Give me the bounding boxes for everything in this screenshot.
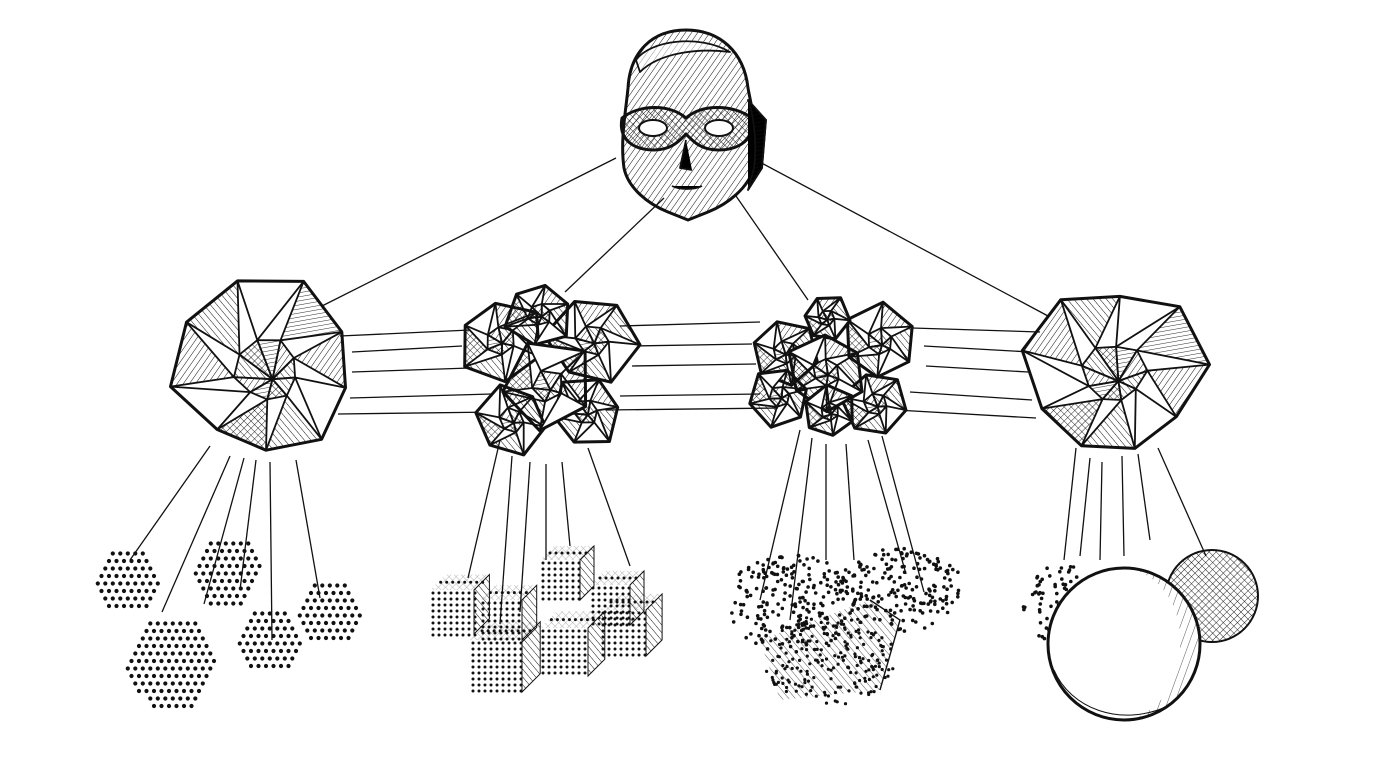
cluster-nodes — [169, 279, 1211, 457]
leaf-link-line — [1099, 461, 1103, 561]
leaf-link-line — [1063, 447, 1077, 561]
cluster-link-line — [351, 345, 463, 353]
cluster-link-line — [349, 393, 493, 399]
sphere-icon — [1021, 549, 1259, 722]
polyhedron-cluster-icon — [748, 296, 914, 437]
leaf-groups — [95, 541, 1259, 722]
cluster-link-line — [337, 411, 499, 415]
cluster-link-line — [911, 327, 1041, 333]
leaf-link-line — [1157, 447, 1207, 557]
polyhedron-cluster-icon — [169, 279, 347, 452]
connection-lines — [129, 157, 1207, 641]
leaf-link-line — [789, 437, 813, 621]
cluster-link-line — [619, 393, 761, 397]
dotted-cube-icon — [430, 544, 663, 694]
cluster-link-line — [351, 367, 471, 373]
cluster-link-line — [895, 409, 1037, 419]
leaf-link-line — [295, 459, 321, 599]
leaf-link-line — [1079, 457, 1091, 557]
cluster-link-line — [619, 321, 761, 327]
polyhedron-cluster-icon — [1020, 294, 1211, 450]
leaf-link-line — [129, 445, 211, 561]
cluster-link-line — [631, 343, 753, 347]
masked-face-icon — [619, 28, 767, 222]
root-link-line — [755, 159, 1049, 317]
cluster-link-line — [909, 391, 1033, 401]
cluster-link-line — [631, 363, 757, 367]
leaf-link-line — [161, 455, 231, 613]
leaf-link-line — [203, 457, 245, 605]
cluster-link-line — [339, 329, 471, 337]
dot-cluster-icon — [95, 541, 362, 709]
dotted-blob-icon — [730, 546, 961, 706]
cluster-link-line — [605, 407, 779, 411]
leaf-link-line — [239, 459, 257, 591]
leaf-link-line — [1121, 455, 1125, 557]
cluster-link-line — [923, 345, 1031, 353]
leaf-link-line — [881, 435, 925, 593]
leaf-link-line — [1137, 453, 1151, 541]
leaf-link-line — [467, 439, 501, 579]
leaf-link-line — [269, 461, 273, 641]
leaf-link-line — [845, 443, 855, 561]
root-link-line — [321, 157, 617, 307]
leaf-link-line — [587, 447, 631, 567]
leaf-link-line — [759, 429, 801, 601]
leaf-link-line — [561, 461, 571, 547]
leaf-link-line — [867, 439, 907, 575]
root-link-line — [735, 195, 809, 301]
polyhedron-cluster-icon — [463, 283, 642, 457]
root-link-line — [564, 197, 665, 293]
cluster-link-line — [925, 365, 1029, 373]
